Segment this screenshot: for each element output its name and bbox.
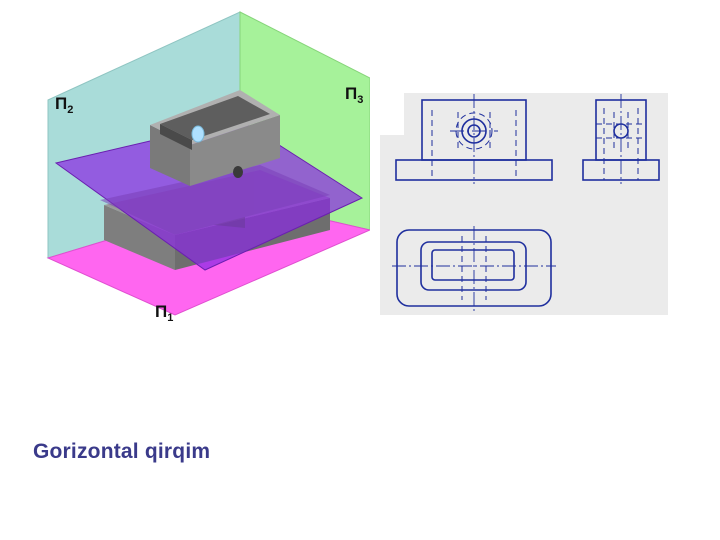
side-view	[582, 94, 660, 184]
plane-label-p1-letter: П	[155, 302, 168, 321]
top-view-section	[392, 226, 556, 312]
plane-label-p3-index: 3	[357, 94, 364, 106]
plane-label-p2: П2	[55, 94, 73, 116]
plane-label-p2-index: 2	[67, 104, 74, 116]
object-upper-boss	[150, 90, 280, 186]
plane-label-p3: П3	[345, 84, 363, 106]
caption-title: Gorizontal qirqim	[33, 440, 211, 463]
object-section-under-plane	[100, 165, 330, 235]
drawing-panel	[380, 93, 668, 315]
front-view	[395, 94, 553, 184]
isometric-scene	[46, 11, 370, 316]
plane-label-p2-letter: П	[55, 94, 68, 113]
plane-label-p3-letter: П	[345, 84, 358, 103]
plane-label-p1: П1	[155, 302, 173, 324]
plane-label-p1-index: 1	[167, 312, 174, 324]
